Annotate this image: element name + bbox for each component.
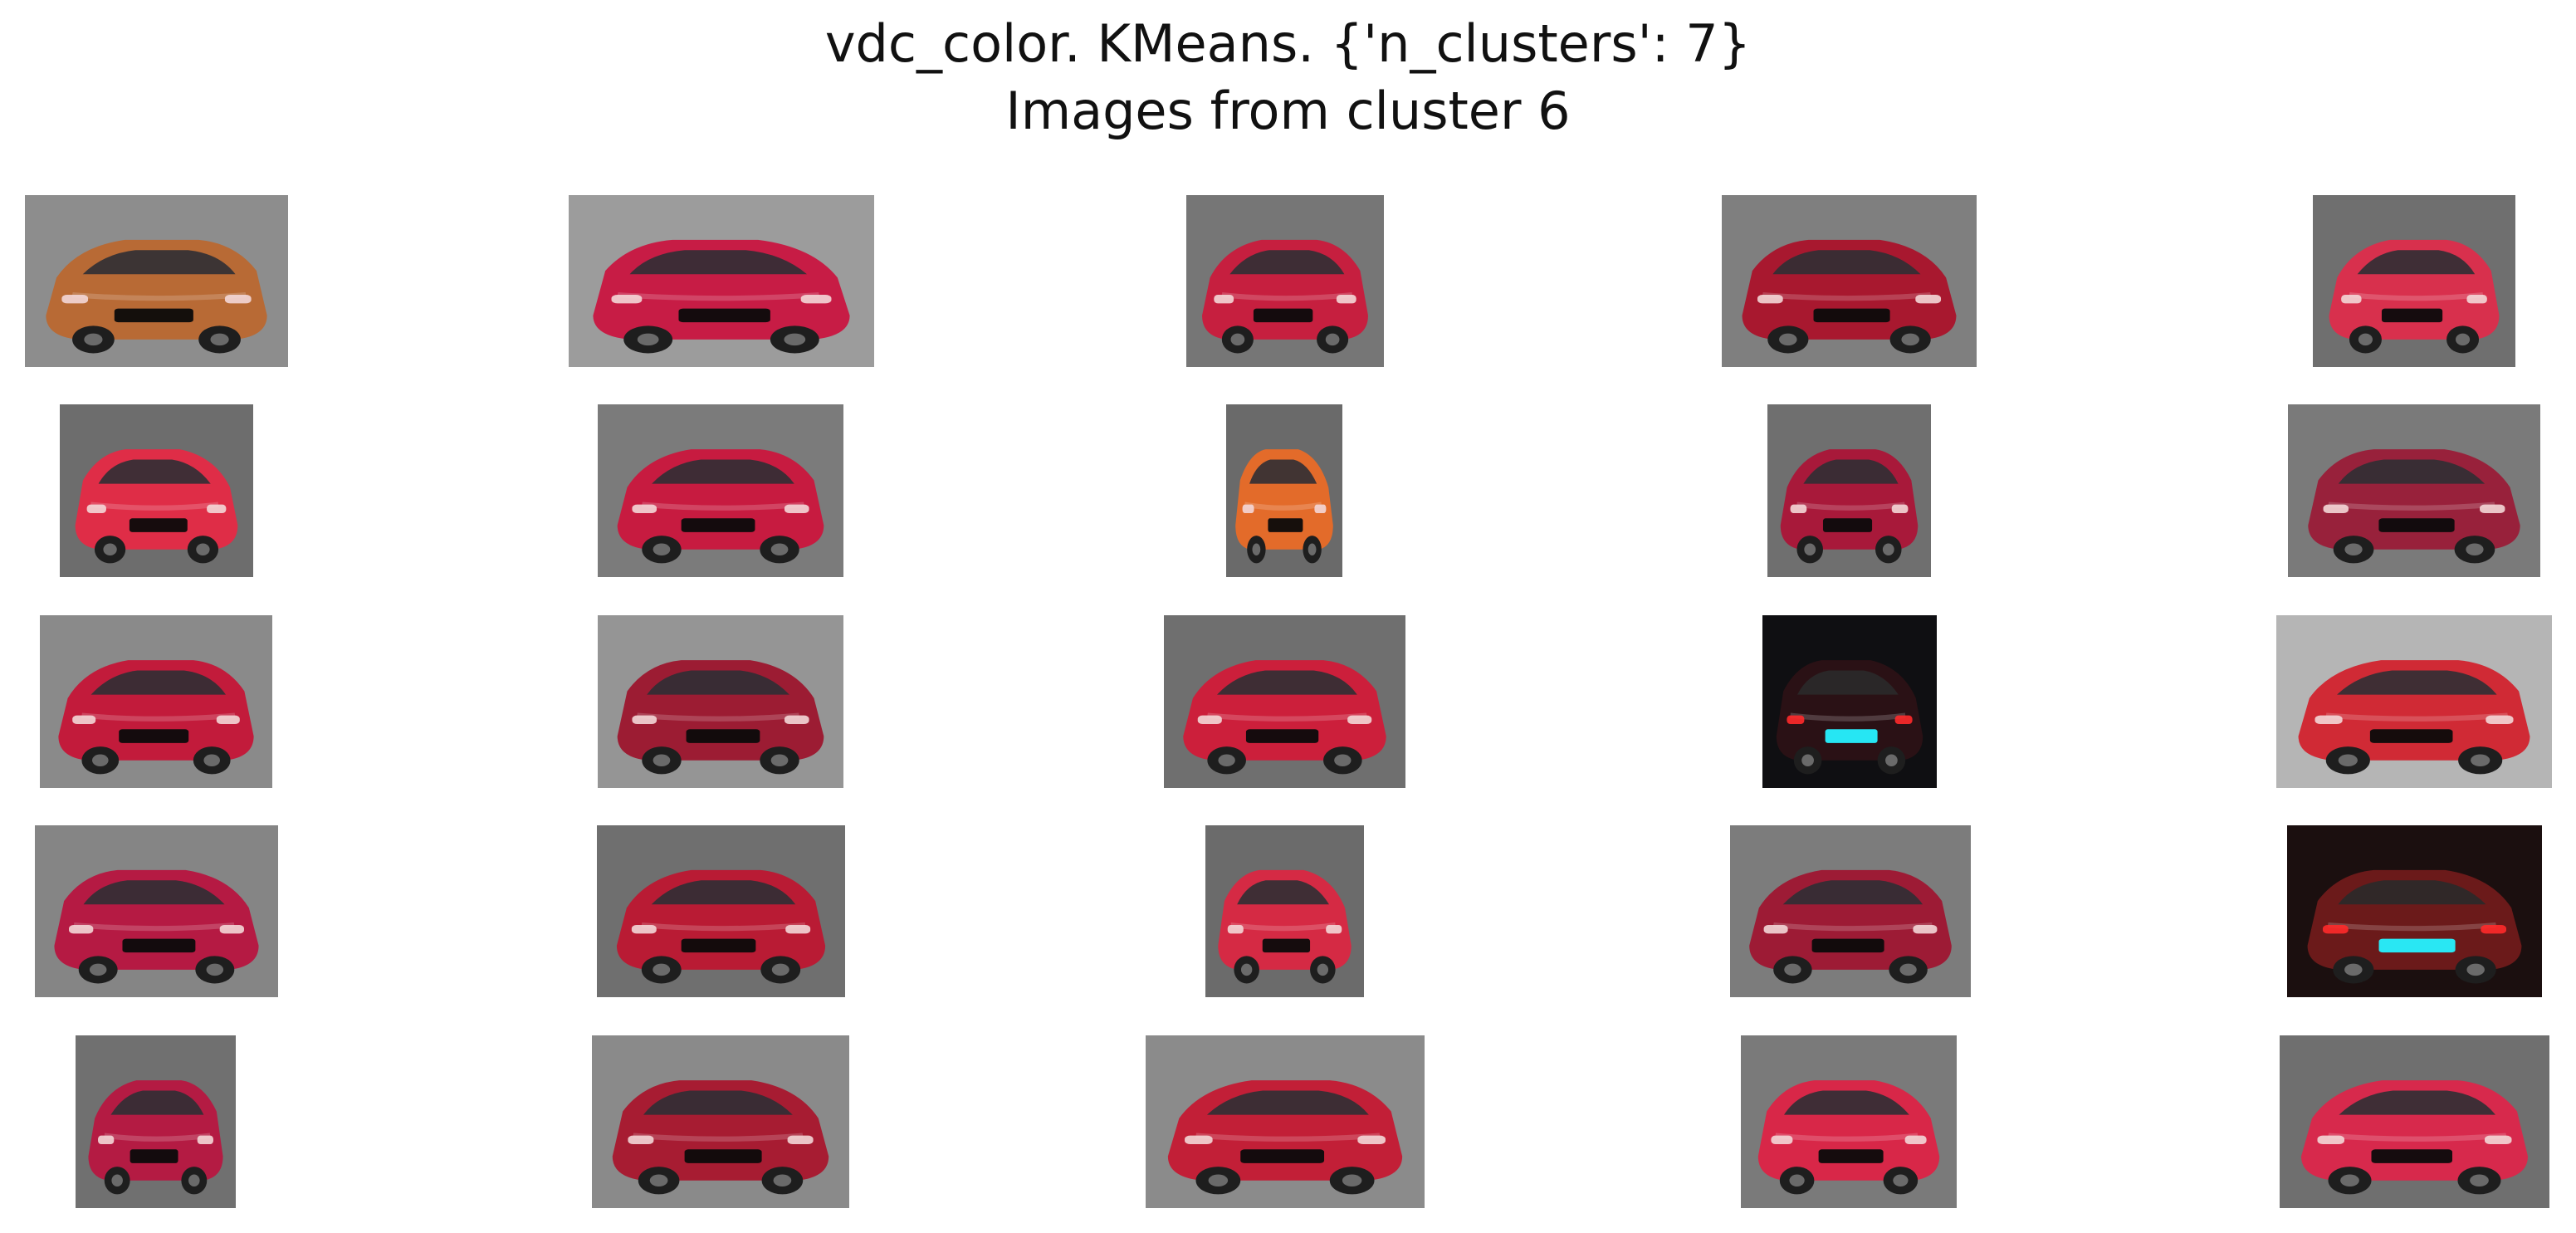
cluster-image-22 [592, 1035, 849, 1208]
cluster-image-23 [1146, 1035, 1425, 1208]
cluster-image-7 [598, 404, 843, 577]
cluster-image-13 [1164, 615, 1405, 788]
car-photo-icon [2276, 615, 2552, 788]
cluster-image-24 [1741, 1035, 1957, 1208]
cluster-image-25 [2280, 1035, 2549, 1208]
car-photo-icon [2288, 404, 2540, 577]
cluster-image-8 [1226, 404, 1342, 577]
car-photo-icon [598, 615, 843, 788]
car-photo-icon [569, 195, 874, 367]
car-photo-icon [35, 825, 278, 997]
car-photo-icon [60, 404, 253, 577]
figure-title-line-2: Images from cluster 6 [1005, 81, 1571, 141]
car-photo-icon [1762, 615, 1937, 788]
cluster-image-11 [40, 615, 272, 788]
cluster-image-16 [35, 825, 278, 997]
car-photo-icon [1205, 825, 1364, 997]
figure-title-line-1: vdc_color. KMeans. {'n_clusters': 7} [824, 13, 1752, 74]
car-photo-icon [76, 1035, 236, 1208]
cluster-image-20 [2287, 825, 2542, 997]
cluster-image-4 [1722, 195, 1977, 367]
car-photo-icon [1741, 1035, 1957, 1208]
car-photo-icon [2313, 195, 2515, 367]
car-photo-icon [1730, 825, 1971, 997]
car-photo-icon [1226, 404, 1342, 577]
cluster-image-2 [569, 195, 874, 367]
car-photo-icon [1146, 1035, 1425, 1208]
cluster-image-17 [597, 825, 845, 997]
cluster-image-1 [25, 195, 288, 367]
cluster-image-14 [1762, 615, 1937, 788]
cluster-image-9 [1767, 404, 1931, 577]
cluster-image-15 [2276, 615, 2552, 788]
car-photo-icon [598, 404, 843, 577]
car-photo-icon [597, 825, 845, 997]
car-photo-icon [1186, 195, 1384, 367]
car-photo-icon [40, 615, 272, 788]
car-photo-icon [1164, 615, 1405, 788]
cluster-image-19 [1730, 825, 1971, 997]
cluster-image-3 [1186, 195, 1384, 367]
cluster-image-18 [1205, 825, 1364, 997]
cluster-image-5 [2313, 195, 2515, 367]
car-photo-icon [592, 1035, 849, 1208]
car-photo-icon [2287, 825, 2542, 997]
car-photo-icon [1722, 195, 1977, 367]
car-photo-icon [25, 195, 288, 367]
cluster-image-21 [76, 1035, 236, 1208]
cluster-image-12 [598, 615, 843, 788]
cluster-image-10 [2288, 404, 2540, 577]
car-photo-icon [1767, 404, 1931, 577]
cluster-image-6 [60, 404, 253, 577]
car-photo-icon [2280, 1035, 2549, 1208]
